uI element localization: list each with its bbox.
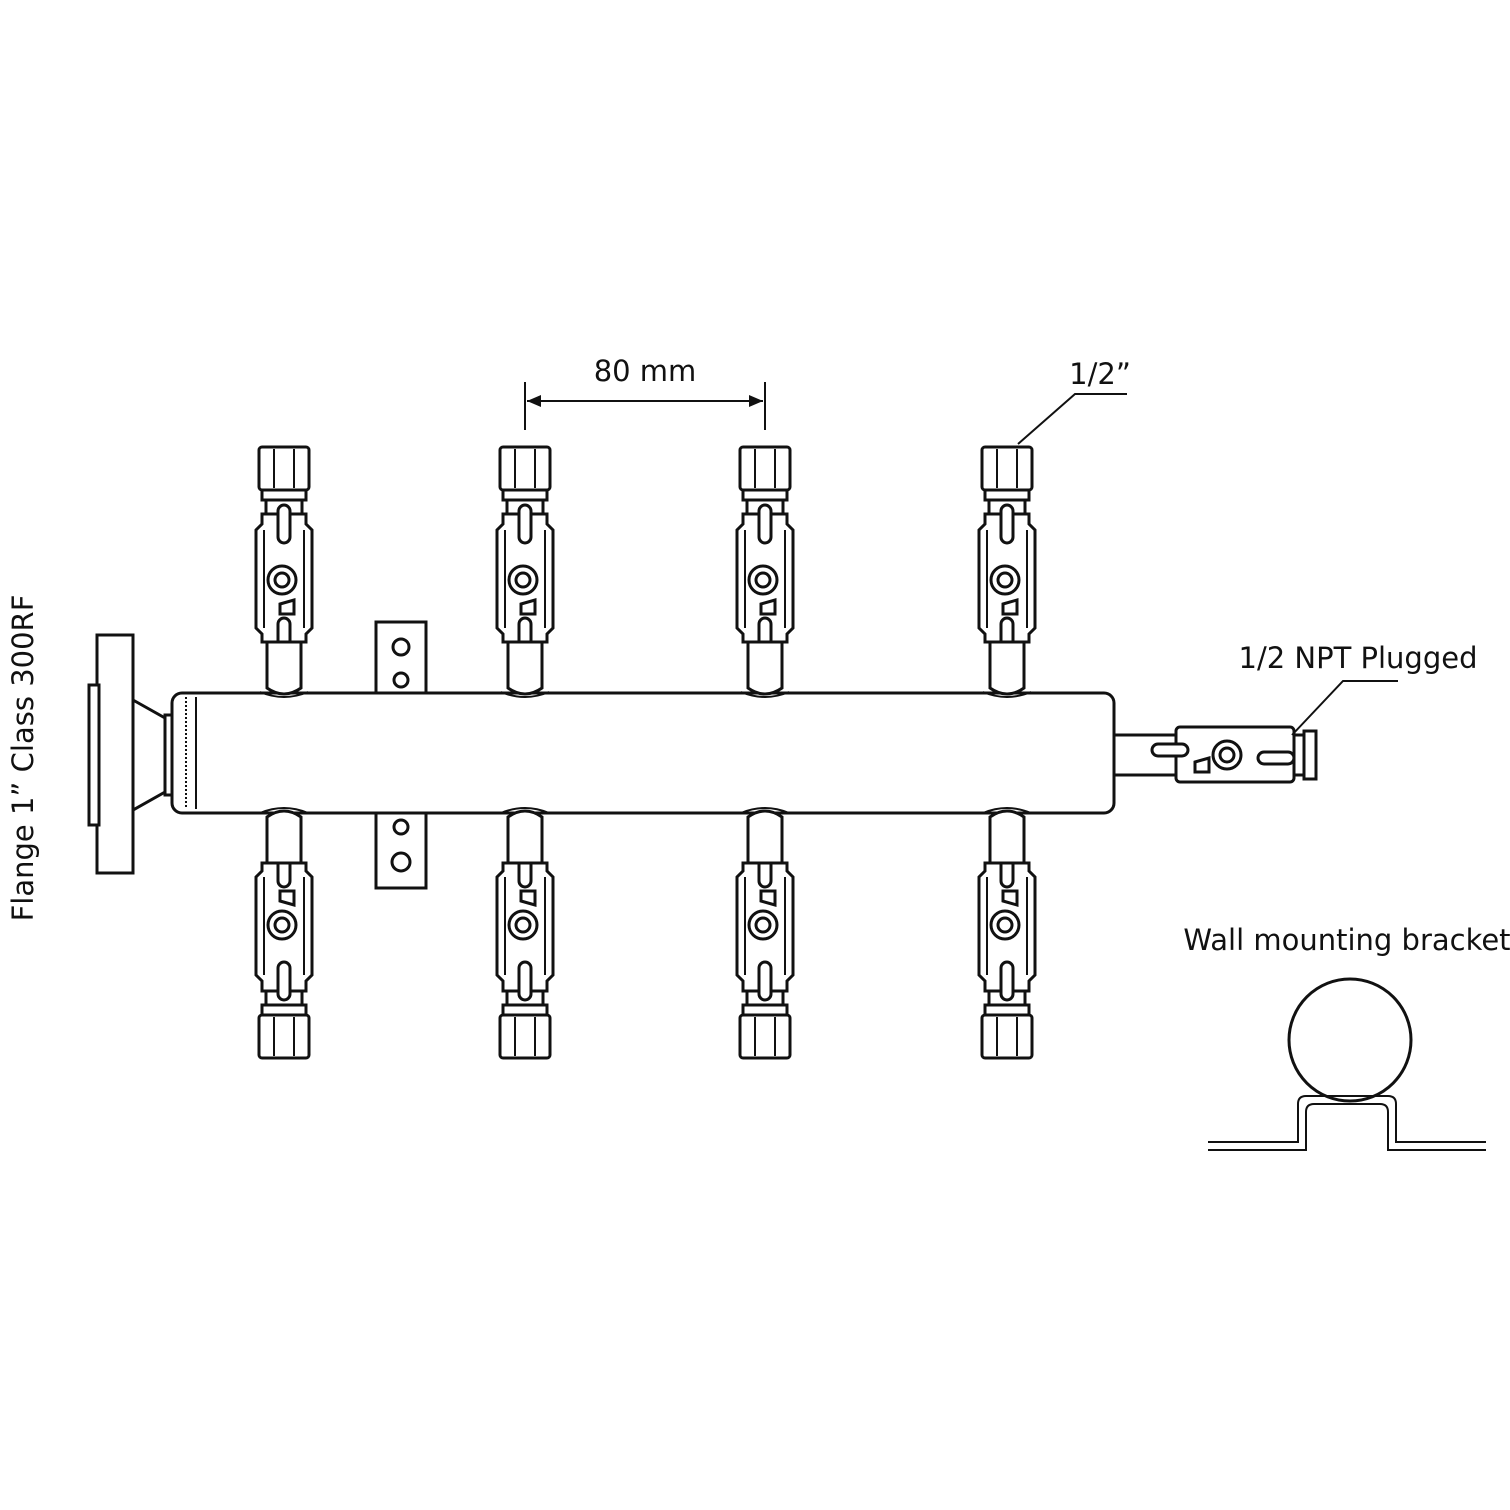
handle-slot — [999, 960, 1015, 1002]
inlet-flange-label: Flange 1” Class 300RF — [6, 595, 40, 922]
outlet-stub — [746, 640, 784, 696]
top-valve-4 — [977, 445, 1037, 698]
handle-slot — [999, 503, 1015, 545]
outlet-stub — [506, 809, 544, 865]
bracket-detail: Wall mounting bracket — [1183, 923, 1510, 1151]
outlet-stub — [746, 809, 784, 865]
compression-nut — [498, 1013, 552, 1060]
compression-nut — [498, 445, 552, 492]
lock-tab — [278, 598, 296, 616]
top-valve-1 — [254, 445, 314, 698]
lock-tab — [759, 598, 777, 616]
outlet-stub — [506, 640, 544, 696]
handle-slot — [517, 960, 533, 1002]
bottom-valve-2 — [495, 807, 555, 1060]
compression-nut — [738, 445, 792, 492]
handle-slot — [757, 960, 773, 1002]
compression-nut — [980, 1013, 1034, 1060]
compression-nut — [257, 445, 311, 492]
valves-top — [254, 445, 1037, 698]
outlet-size-label: 1/2” — [1069, 357, 1131, 391]
manifold-header — [170, 691, 1116, 815]
outlet-stub — [988, 809, 1026, 865]
outlet-stub — [265, 809, 303, 865]
top-valve-3 — [735, 445, 795, 698]
handle-slot — [757, 503, 773, 545]
top-valve-2 — [495, 445, 555, 698]
bottom-valve-4 — [977, 807, 1037, 1060]
bottom-valve-1 — [254, 807, 314, 1060]
header-bracket-bottom — [374, 811, 428, 890]
spacing-dimension: 80 mm — [524, 354, 766, 430]
lock-tab — [278, 889, 296, 907]
outlet-stub — [988, 640, 1026, 696]
valves-bottom — [254, 807, 1037, 1060]
lock-tab — [1001, 889, 1019, 907]
header-bracket-top — [374, 620, 428, 695]
spacing-label: 80 mm — [594, 354, 697, 388]
handle-slot — [276, 503, 292, 545]
lock-tab — [759, 889, 777, 907]
compression-nut — [257, 1013, 311, 1060]
outlet-stub — [265, 640, 303, 696]
lock-tab — [1001, 598, 1019, 616]
compression-nut — [980, 445, 1034, 492]
handle-slot — [276, 960, 292, 1002]
lock-tab — [519, 598, 537, 616]
bracket-label: Wall mounting bracket — [1183, 923, 1510, 957]
end-plug-label: 1/2 NPT Plugged — [1239, 641, 1478, 675]
handle-slot — [517, 503, 533, 545]
inlet-flange — [87, 633, 179, 875]
compression-nut — [738, 1013, 792, 1060]
bottom-valve-3 — [735, 807, 795, 1060]
outlet-size-callout: 1/2” — [1017, 357, 1131, 445]
lock-tab — [519, 889, 537, 907]
end-plug-valve — [1112, 725, 1318, 784]
end-plug-callout: 1/2 NPT Plugged — [1239, 641, 1478, 736]
